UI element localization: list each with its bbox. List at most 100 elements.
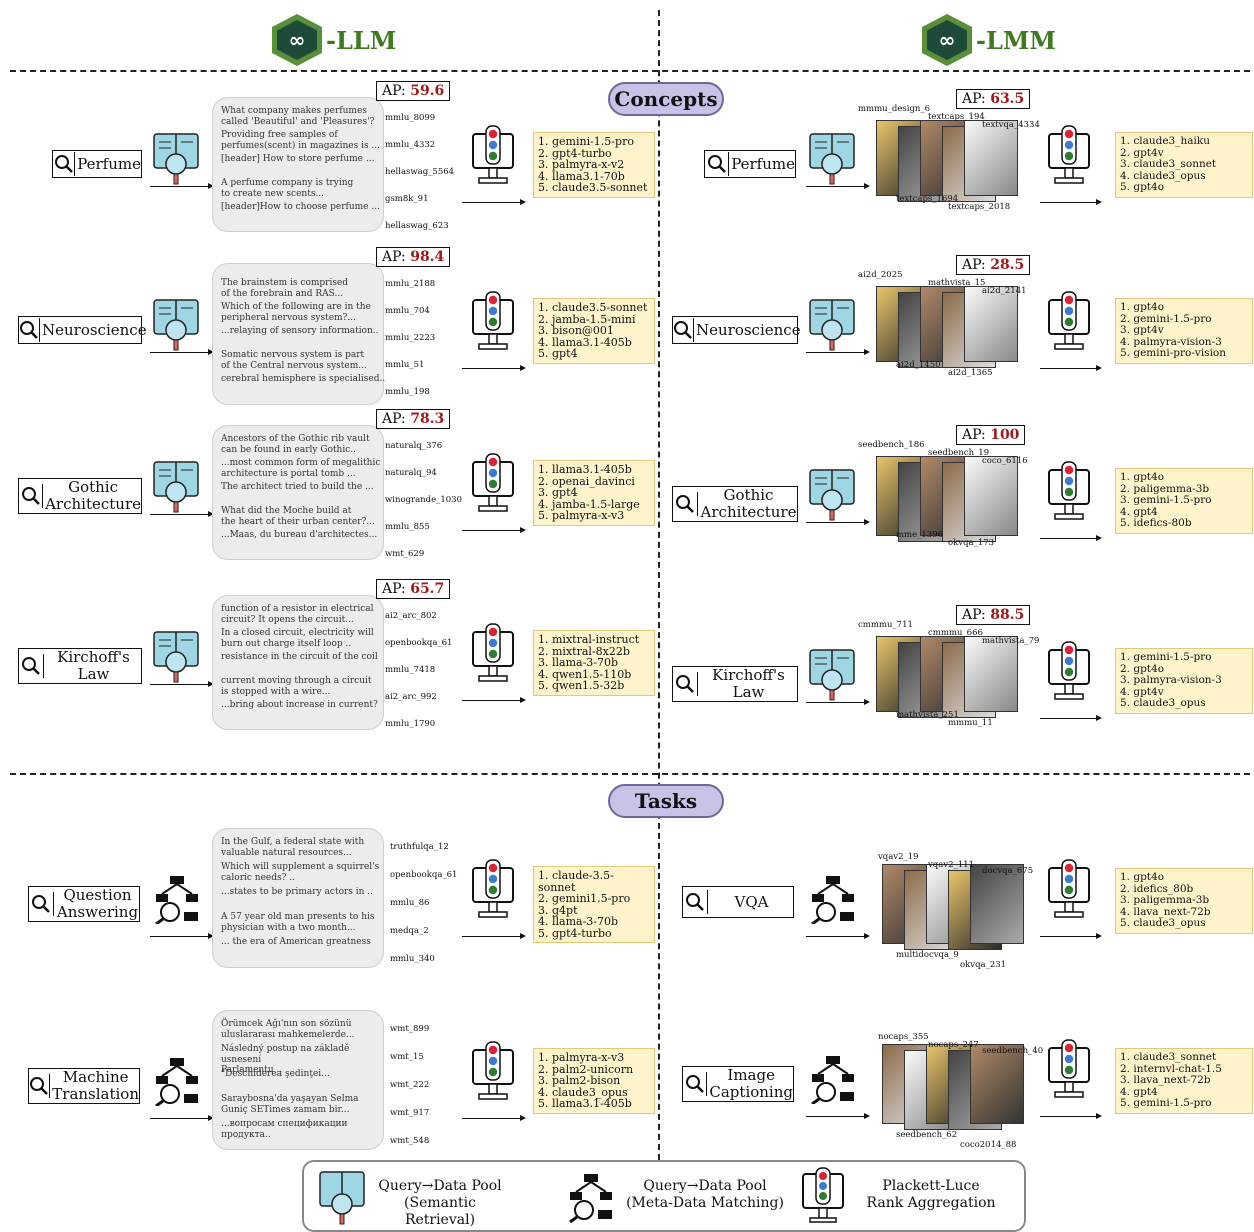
pool-snippet: ...relaying of sensory information.. bbox=[221, 326, 379, 336]
rank-item: 2. internvl-chat-1.5 bbox=[1120, 1062, 1222, 1075]
source-label: mmlu_4332 bbox=[385, 140, 436, 150]
svg-text:∞: ∞ bbox=[939, 28, 956, 52]
pool-snippet: What company makes perfumes called 'Beau… bbox=[221, 106, 375, 127]
arrow bbox=[462, 1115, 526, 1121]
arrow bbox=[150, 933, 214, 939]
rank-item: 5. qwen1.5-32b bbox=[538, 679, 625, 692]
arrow bbox=[150, 511, 214, 517]
image-source-label: seedbench_62 bbox=[896, 1130, 958, 1140]
pool-snippet: What did the Moche build at the heart of… bbox=[221, 506, 375, 527]
rank-item: 2. gpt4-turbo bbox=[538, 146, 612, 160]
ap-label: AP: bbox=[962, 607, 986, 623]
rank-item: 2. openai_davinci bbox=[538, 474, 635, 488]
source-label: mmlu_704 bbox=[385, 306, 430, 316]
rank-item: 3. g4pt bbox=[538, 903, 578, 917]
pool-snippet: Somatic nervous system is part of the Ce… bbox=[221, 350, 367, 371]
pool-snippet: current moving through a circuit is stop… bbox=[221, 676, 372, 697]
infinity-hex-icon: ∞ bbox=[272, 14, 322, 66]
source-label: mmlu_340 bbox=[390, 954, 435, 964]
lmm-header: ∞ -LMM bbox=[918, 12, 1056, 68]
book-search-icon bbox=[319, 1171, 365, 1225]
rank-item: 5. claude3_opus bbox=[1120, 697, 1206, 709]
book-search-icon bbox=[808, 646, 856, 706]
rank-aggregation-icon bbox=[1046, 1038, 1092, 1104]
arrow bbox=[1040, 535, 1102, 541]
rank-item: 1. claude-3.5-sonnet bbox=[538, 869, 614, 894]
rank-item: 5. idefics-80b bbox=[1120, 517, 1192, 529]
rank-aggregation-icon bbox=[1046, 858, 1092, 924]
search-icon bbox=[673, 672, 698, 696]
image-source-label: okvqa_231 bbox=[960, 960, 1007, 970]
rank-item: 2. gpt4v bbox=[1120, 146, 1164, 159]
arrow bbox=[1040, 365, 1102, 371]
query-label: Perfume bbox=[77, 154, 141, 173]
image-source-label: vqav2_111 bbox=[928, 860, 974, 870]
arrow bbox=[1040, 933, 1102, 939]
query-box: Neuroscience bbox=[18, 316, 147, 344]
llm-header: ∞ -LLM bbox=[268, 12, 396, 68]
hierarchy-search-icon bbox=[152, 874, 202, 928]
source-label: mmlu_86 bbox=[390, 898, 430, 908]
image-source-label: nocaps_355 bbox=[878, 1032, 929, 1042]
rank-aggregation-icon bbox=[1046, 640, 1092, 706]
source-label: naturalq_94 bbox=[385, 468, 437, 478]
rank-item: 3. claude3_sonnet bbox=[1120, 158, 1217, 170]
source-label: mmlu_1790 bbox=[385, 719, 436, 729]
arrow bbox=[150, 349, 214, 355]
source-label: mmlu_7418 bbox=[385, 665, 436, 675]
image-source-label: ai2d_2141 bbox=[982, 286, 1027, 296]
arrow bbox=[806, 183, 870, 189]
rank-item: 1. gpt4o bbox=[1120, 871, 1165, 883]
rank-item: 5. gpt4-turbo bbox=[538, 926, 612, 940]
search-icon bbox=[19, 484, 44, 508]
query-box: Kirchoff's Law bbox=[672, 666, 798, 702]
thumbnail-image bbox=[964, 286, 1018, 362]
legend: Query→Data Pool (Semantic Retrieval) Que… bbox=[302, 1160, 1026, 1232]
arrow bbox=[150, 1115, 214, 1121]
data-pool bbox=[212, 425, 384, 560]
pool-snippet: Providing free samples of perfumes(scent… bbox=[221, 130, 381, 151]
rank-item: 2. paligemma-3b bbox=[1120, 482, 1210, 495]
rank-item: 2. gpt4o bbox=[1120, 662, 1165, 675]
concepts-pill: Concepts bbox=[608, 82, 724, 116]
rank-item: 1. claude3.5-sonnet bbox=[538, 301, 648, 314]
arrow bbox=[806, 349, 870, 355]
search-icon bbox=[53, 152, 76, 176]
rank-aggregation-icon bbox=[470, 1040, 516, 1106]
arrow bbox=[1040, 1113, 1102, 1119]
ap-value: 63.5 bbox=[990, 91, 1025, 107]
query-box: Gothic Architecture bbox=[18, 478, 142, 514]
rank-item: 4. llama-3-70b bbox=[538, 915, 619, 928]
source-label: wmt_899 bbox=[390, 1024, 430, 1034]
center-divider bbox=[658, 10, 660, 1160]
rank-item: 1. gemini-1.5-pro bbox=[1120, 651, 1212, 663]
rank-aggregation-icon bbox=[470, 124, 516, 190]
search-icon bbox=[683, 1072, 708, 1096]
source-label: wmt_548 bbox=[390, 1136, 430, 1146]
source-label: hellaswag_623 bbox=[385, 221, 449, 231]
ap-label: AP: bbox=[962, 257, 986, 273]
query-label: Gothic Architecture bbox=[700, 486, 797, 521]
query-box: Image Captioning bbox=[682, 1066, 794, 1102]
rank-item: 3. llama-3-70b bbox=[538, 656, 619, 669]
search-icon bbox=[673, 492, 698, 516]
pool-snippet: ...вопросам спецификации продукта.. bbox=[221, 1119, 348, 1140]
ap-score: AP: 98.4 bbox=[376, 247, 451, 267]
rank-item: 5. gemini-1.5-pro bbox=[1120, 1097, 1212, 1109]
ap-score: AP: 78.3 bbox=[376, 409, 451, 429]
book-search-icon bbox=[808, 466, 856, 526]
pool-snippet: ...states to be primary actors in .. bbox=[221, 887, 374, 897]
arrow bbox=[462, 527, 526, 533]
source-label: wmt_15 bbox=[390, 1052, 424, 1062]
image-source-label: docvqa_675 bbox=[982, 866, 1034, 876]
source-label: mmlu_51 bbox=[385, 360, 425, 370]
thumbnail-image bbox=[964, 120, 1018, 196]
rank-item: 4. qwen1.5-110b bbox=[538, 667, 632, 681]
arrow bbox=[462, 933, 526, 939]
ap-label: AP: bbox=[382, 411, 406, 427]
